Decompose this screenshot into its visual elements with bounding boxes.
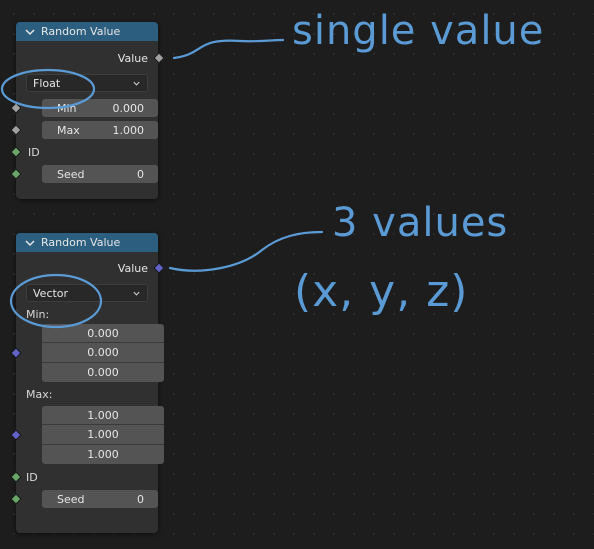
seed-socket[interactable] — [10, 493, 22, 505]
output-label: Value — [117, 51, 148, 65]
annotation-arrow-three — [168, 230, 324, 272]
output-value-socket[interactable] — [153, 52, 165, 64]
min-y-value: 0.000 — [87, 346, 119, 359]
annotation-single-value: single value — [292, 8, 545, 54]
chevron-down-icon — [133, 81, 140, 86]
max-x-field[interactable]: 1.000 — [42, 406, 164, 424]
data-type-row: Vector — [16, 282, 158, 304]
node-title: Random Value — [41, 25, 121, 38]
min-x-value: 0.000 — [87, 326, 119, 340]
annotation-three-values: 3 values — [332, 200, 509, 246]
chevron-down-icon[interactable] — [24, 26, 36, 38]
output-value-socket[interactable] — [153, 262, 165, 274]
data-type-value: Float — [33, 76, 61, 90]
min-value: 0.000 — [112, 101, 145, 115]
min-z-value: 0.000 — [87, 366, 119, 379]
min-field[interactable]: Min 0.000 — [42, 99, 158, 117]
max-label: Max — [57, 123, 80, 137]
max-z-value: 1.000 — [87, 448, 119, 461]
seed-field[interactable]: Seed 0 — [42, 490, 158, 508]
max-value: 1.000 — [112, 123, 145, 137]
id-row: ID — [10, 141, 158, 163]
data-type-row: Float — [16, 72, 158, 94]
data-type-dropdown[interactable]: Float — [26, 74, 148, 92]
data-type-dropdown[interactable]: Vector — [26, 284, 148, 302]
id-row: ID — [10, 466, 158, 488]
seed-row: Seed 0 — [10, 163, 158, 185]
seed-socket[interactable] — [10, 168, 22, 180]
min-y-field[interactable]: 0.000 — [42, 342, 164, 362]
annotation-arrow-single — [172, 38, 285, 60]
min-label: Min — [57, 101, 77, 115]
min-x-field[interactable]: 0.000 — [42, 324, 164, 342]
data-type-value: Vector — [33, 286, 69, 300]
max-z-field[interactable]: 1.000 — [42, 444, 164, 464]
max-y-value: 1.000 — [87, 428, 119, 441]
seed-value: 0 — [137, 492, 144, 506]
seed-row: Seed 0 — [10, 488, 158, 510]
min-z-field[interactable]: 0.000 — [42, 362, 164, 382]
seed-label: Seed — [57, 167, 85, 181]
max-vector-group: 1.000 1.000 1.000 — [10, 406, 164, 464]
id-label: ID — [26, 470, 38, 484]
min-label-row: Min: — [16, 304, 158, 324]
chevron-down-icon[interactable] — [24, 237, 36, 249]
chevron-down-icon — [133, 291, 140, 296]
annotation-xyz: (x, y, z) — [294, 266, 469, 317]
max-socket[interactable] — [10, 124, 22, 136]
min-row: Min 0.000 — [10, 97, 158, 119]
min-socket[interactable] — [10, 347, 22, 359]
output-value-row: Value — [16, 257, 165, 279]
output-label: Value — [117, 261, 148, 275]
seed-label: Seed — [57, 492, 85, 506]
node-title: Random Value — [41, 236, 121, 249]
max-y-field[interactable]: 1.000 — [42, 424, 164, 444]
min-vector-group: 0.000 0.000 0.000 — [10, 324, 164, 382]
min-socket[interactable] — [10, 102, 22, 114]
node-header[interactable]: Random Value — [16, 22, 158, 41]
max-socket[interactable] — [10, 429, 22, 441]
seed-field[interactable]: Seed 0 — [42, 165, 158, 183]
max-field[interactable]: Max 1.000 — [42, 121, 158, 139]
node-header[interactable]: Random Value — [16, 233, 158, 252]
max-label: Max: — [26, 387, 53, 401]
random-value-node-float[interactable]: Random Value Value Float Min 0.000 Max 1… — [10, 22, 165, 199]
min-label: Min: — [26, 307, 50, 321]
max-label-row: Max: — [16, 382, 158, 406]
random-value-node-vector[interactable]: Random Value Value Vector Min: 0.000 0.0… — [10, 233, 165, 533]
max-x-value: 1.000 — [87, 408, 119, 422]
seed-value: 0 — [137, 167, 144, 181]
id-label: ID — [28, 145, 40, 159]
output-value-row: Value — [16, 47, 165, 69]
max-row: Max 1.000 — [10, 119, 158, 141]
